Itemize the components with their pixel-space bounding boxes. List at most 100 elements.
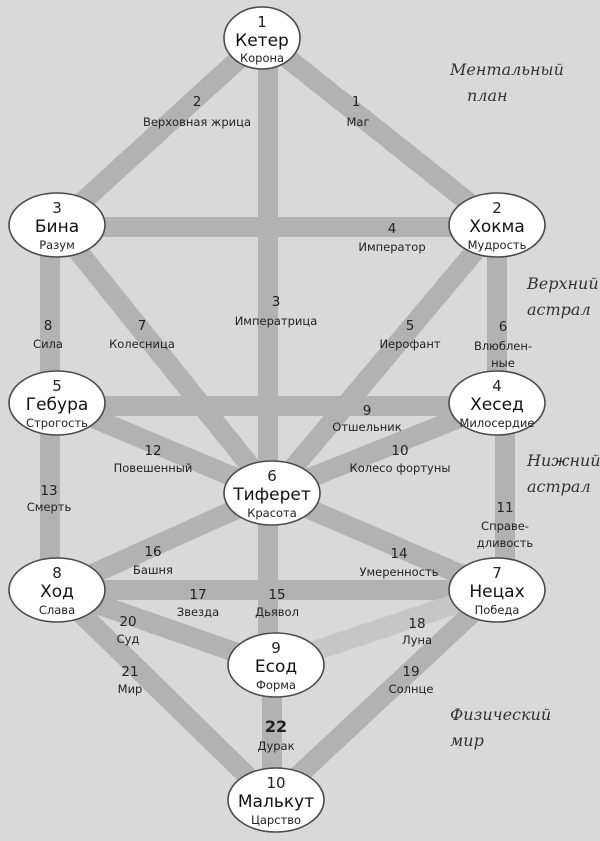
plane-physical-line1: Физический <box>450 705 551 724</box>
sephira-geburah-ellipse <box>8 370 106 436</box>
path-bar-5 <box>264 218 505 500</box>
sephira-binah-ellipse <box>8 192 106 258</box>
sephira-yesod-ellipse <box>227 632 325 698</box>
path-labels: 1 Маг 2 Верховная жрица 3 Императрица 4 … <box>27 94 534 753</box>
path-1-number: 1 <box>352 94 361 110</box>
sephira-binah-meaning: Разум <box>39 238 75 252</box>
path-10-number: 10 <box>391 443 408 459</box>
sephira-netzach-ellipse <box>448 557 546 623</box>
path-8-name: Сила <box>33 337 63 351</box>
sephira-netzach-number: 7 <box>492 564 502 582</box>
sephira-yesod-number: 9 <box>271 639 281 657</box>
sephira-hod-meaning: Слава <box>39 603 75 617</box>
path-bar-1 <box>255 30 504 233</box>
sephira-chesed-number: 4 <box>492 377 502 395</box>
path-2-number: 2 <box>193 94 202 110</box>
path-18-number: 18 <box>408 616 425 632</box>
sephira-yesod: 9 Есод Форма <box>227 632 325 698</box>
path-17-number: 17 <box>189 587 206 603</box>
plane-mental-line1: Ментальный <box>449 60 564 79</box>
path-20-name: Суд <box>117 632 140 646</box>
path-21-number: 21 <box>121 664 138 680</box>
sephira-tiferet-ellipse <box>223 460 321 526</box>
sephira-chokmah-ellipse <box>448 192 546 258</box>
path-7-number: 7 <box>138 318 147 334</box>
sephira-keter-name: Кетер <box>235 31 289 51</box>
path-21-name: Мир <box>118 682 143 696</box>
path-20-number: 20 <box>119 614 136 630</box>
path-11-name-line2: дливость <box>477 536 534 550</box>
path-bar-7 <box>49 218 280 500</box>
sephira-geburah-number: 5 <box>52 377 62 395</box>
path-12-name: Повешенный <box>114 461 193 475</box>
path-9-name: Отшельник <box>332 420 401 434</box>
sephira-chesed-meaning: Милосердие <box>460 416 535 430</box>
path-6-name-line2: ные <box>491 356 515 370</box>
sephira-hod: 8 Ход Слава <box>8 557 106 623</box>
path-4-name: Император <box>358 240 425 254</box>
sephira-keter: 1 Кетер Корона <box>223 6 301 70</box>
path-11-name-line1: Справе- <box>481 519 529 533</box>
sephira-chokmah-number: 2 <box>492 199 502 217</box>
sephira-chokmah: 2 Хокма Мудрость <box>448 192 546 258</box>
sephira-geburah-meaning: Строгость <box>26 416 88 430</box>
path-16-name: Башня <box>133 563 173 577</box>
path-19-name: Солнце <box>389 682 434 696</box>
sephira-malkut-ellipse <box>227 767 325 833</box>
sephira-tiferet-name: Тиферет <box>232 485 311 505</box>
path-15-number: 15 <box>268 587 285 603</box>
sephira-yesod-name: Есод <box>255 657 297 677</box>
path-5-name: Иерофант <box>379 337 440 351</box>
path-15-name: Дьявол <box>255 605 299 619</box>
sephira-hod-number: 8 <box>52 564 62 582</box>
plane-upper-line2: астрал <box>527 300 591 319</box>
path-19-number: 19 <box>402 664 419 680</box>
path-4-number: 4 <box>388 221 397 237</box>
sephira-binah: 3 Бина Разум <box>8 192 106 258</box>
sephira-chokmah-meaning: Мудрость <box>468 238 527 252</box>
path-1-name: Маг <box>346 115 369 129</box>
path-22-name: Дурак <box>257 739 294 753</box>
path-6-name-line1: Влюблен- <box>474 339 532 353</box>
sephira-malkut-meaning: Царство <box>251 813 301 827</box>
sephira-geburah-name: Гебура <box>26 395 89 415</box>
path-2-name: Верховная жрица <box>143 115 251 129</box>
path-7-name: Колесница <box>109 337 175 351</box>
path-14-name: Умеренность <box>359 565 438 579</box>
path-6-number: 6 <box>499 319 508 335</box>
plane-mental-line2: план <box>467 86 508 105</box>
plane-upper-line1: Верхний <box>526 274 599 293</box>
sephira-tiferet-number: 6 <box>267 467 277 485</box>
path-13-number: 13 <box>40 483 57 499</box>
sephira-tiferet-meaning: Красота <box>247 506 297 520</box>
sephira-malkut: 10 Малькут Царство <box>227 767 325 833</box>
sephirot-layer: 1 Кетер Корона 2 Хокма Мудрость 3 Бина Р… <box>8 6 546 833</box>
path-10-name: Колесо фортуны <box>350 461 451 475</box>
sephira-malkut-number: 10 <box>266 774 285 792</box>
plane-physical-line2: мир <box>450 731 484 750</box>
path-bar-19 <box>265 582 504 808</box>
sephira-netzach-name: Нецах <box>469 582 524 602</box>
path-3-number: 3 <box>272 294 281 310</box>
sephira-keter-number: 1 <box>257 13 267 31</box>
path-14-number: 14 <box>390 546 407 562</box>
sephira-hod-ellipse <box>8 557 106 623</box>
sephira-tiferet: 6 Тиферет Красота <box>223 460 321 526</box>
path-18-name: Луна <box>402 633 432 647</box>
sephira-chesed-name: Хесед <box>470 395 524 415</box>
plane-labels: Ментальный план Верхний астрал Нижний ас… <box>449 60 600 750</box>
path-16-number: 16 <box>144 544 161 560</box>
path-5-number: 5 <box>406 318 415 334</box>
sephira-binah-name: Бина <box>35 217 79 237</box>
path-12-number: 12 <box>144 443 161 459</box>
path-22-number: 22 <box>265 717 287 736</box>
sephira-binah-number: 3 <box>52 199 62 217</box>
sephira-netzach-meaning: Победа <box>475 603 520 617</box>
plane-lower-line2: астрал <box>527 477 591 496</box>
sephira-malkut-name: Малькут <box>238 792 314 812</box>
path-17-name: Звезда <box>177 605 219 619</box>
path-3-name: Императрица <box>235 314 318 328</box>
sephira-chesed-ellipse <box>448 370 546 436</box>
sephira-geburah: 5 Гебура Строгость <box>8 370 106 436</box>
